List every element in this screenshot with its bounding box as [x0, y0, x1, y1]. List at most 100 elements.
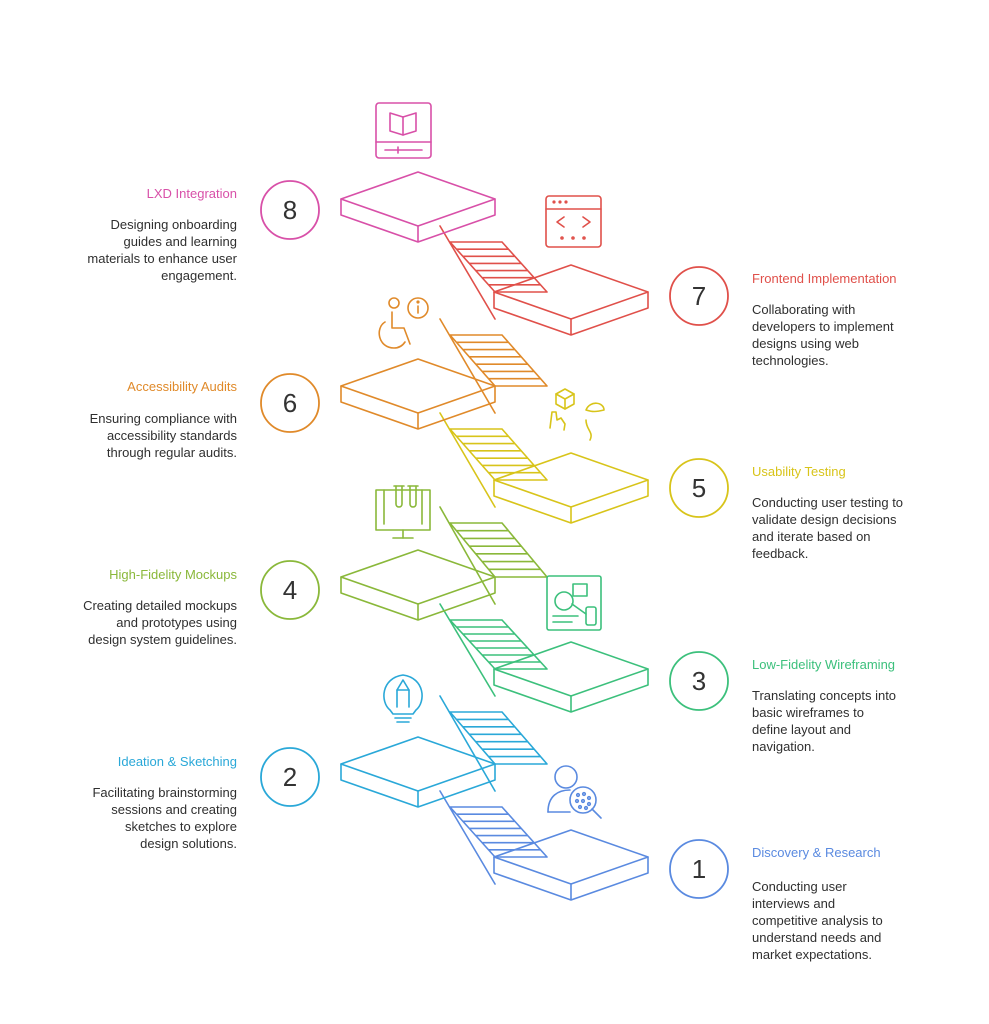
staircase-4-to-5 — [439, 506, 548, 605]
step-5-badge: 5 — [669, 458, 729, 518]
step-6-badge: 6 — [260, 373, 320, 433]
platform-side — [493, 668, 649, 713]
step-3-desc-line-2: basic wireframes to — [752, 705, 864, 720]
step-1-desc-line-3: competitive analysis to — [752, 913, 883, 928]
step-2-desc-line-1: Facilitating brainstorming — [92, 785, 237, 800]
step-4-number: 4 — [283, 575, 297, 605]
step-2-desc-line-3: sketches to explore — [125, 819, 237, 834]
step-1-title: Discovery & Research — [752, 845, 881, 860]
step-5-desc-line-1: Conducting user testing to — [752, 495, 903, 510]
pencil-bulb-icon — [383, 674, 423, 723]
step-7-desc-line-4: technologies. — [752, 353, 829, 368]
step-7-title: Frontend Implementation — [752, 271, 897, 286]
step-4-platform — [340, 549, 496, 621]
staircases — [439, 225, 548, 885]
step-7-desc-line-2: developers to implement — [752, 319, 894, 334]
step-8-desc-line-3: materials to enhance user — [87, 251, 237, 266]
staircase-steps — [439, 695, 548, 792]
step-7-platform — [493, 264, 649, 336]
step-2-number: 2 — [283, 762, 297, 792]
step-5-desc-line-3: and iterate based on — [752, 529, 871, 544]
step-3-number: 3 — [692, 666, 706, 696]
platform-side — [493, 479, 649, 524]
step-3-title: Low-Fidelity Wireframing — [752, 657, 895, 672]
step-3-badge: 3 — [669, 651, 729, 711]
step-8-title: LXD Integration — [147, 186, 237, 201]
platform-top — [340, 358, 496, 414]
accessibility-icon — [378, 297, 429, 349]
step-1-badge: 1 — [669, 839, 729, 899]
step-6-desc-line-1: Ensuring compliance with — [90, 411, 237, 426]
step-2-desc-line-4: design solutions. — [140, 836, 237, 851]
step-8-desc-line-1: Designing onboarding — [111, 217, 237, 232]
step-number-badges: 1 2 3 4 5 6 7 8 — [260, 180, 729, 899]
platform-top — [340, 736, 496, 792]
book-icon — [375, 102, 432, 159]
step-1-circle — [669, 839, 729, 899]
platform-side — [493, 291, 649, 336]
step-8-platform — [340, 171, 496, 243]
platform-side — [493, 856, 649, 901]
step-6-circle — [260, 373, 320, 433]
step-6-title: Accessibility Audits — [127, 379, 237, 394]
step-1-text: Discovery & Research Conducting user int… — [752, 845, 883, 962]
step-7-badge: 7 — [669, 266, 729, 326]
step-3-text: Low-Fidelity Wireframing Translating con… — [752, 657, 896, 754]
staircase-6-to-7 — [439, 318, 548, 414]
step-3-platform — [493, 641, 649, 713]
step-3-desc-line-3: define layout and — [752, 722, 851, 737]
step-8-text: LXD Integration Designing onboarding gui… — [87, 186, 237, 283]
step-6-desc-line-2: accessibility standards — [107, 428, 238, 443]
step-6-platform — [340, 358, 496, 430]
user-search-icon — [547, 765, 602, 819]
wireframe-icon — [546, 575, 602, 631]
step-2-text: Ideation & Sketching Facilitating brains… — [92, 754, 237, 851]
step-3-desc-line-1: Translating concepts into — [752, 688, 896, 703]
step-6-number: 6 — [283, 388, 297, 418]
step-4-badge: 4 — [260, 560, 320, 620]
step-1-platform — [493, 829, 649, 901]
step-8-desc-line-2: guides and learning — [124, 234, 237, 249]
monitor-design-icon — [375, 485, 431, 539]
step-7-circle — [669, 266, 729, 326]
step-1-number: 1 — [692, 854, 706, 884]
code-window-icon — [545, 195, 602, 248]
platform-top — [340, 549, 496, 605]
step-5-platform — [493, 452, 649, 524]
step-7-desc-line-1: Collaborating with — [752, 302, 855, 317]
step-4-desc-line-2: and prototypes using — [116, 615, 237, 630]
step-8-badge: 8 — [260, 180, 320, 240]
step-7-text: Frontend Implementation Collaborating wi… — [752, 271, 897, 368]
platforms — [340, 171, 649, 901]
step-3-desc-line-4: navigation. — [752, 739, 815, 754]
step-5-desc-line-4: feedback. — [752, 546, 808, 561]
step-7-desc-line-3: designs using web — [752, 336, 859, 351]
step-2-desc-line-2: sessions and creating — [111, 802, 237, 817]
platform-side — [340, 763, 496, 808]
platform-top — [340, 171, 496, 227]
step-7-number: 7 — [692, 281, 706, 311]
step-5-title: Usability Testing — [752, 464, 846, 479]
staircase-2-to-3 — [439, 695, 548, 792]
platform-side — [340, 198, 496, 243]
step-1-desc-line-4: understand needs and — [752, 930, 881, 945]
staircase-steps — [439, 506, 548, 605]
step-2-title: Ideation & Sketching — [118, 754, 237, 769]
step-4-desc-line-1: Creating detailed mockups — [83, 598, 237, 613]
step-3-circle — [669, 651, 729, 711]
step-5-text: Usability Testing Conducting user testin… — [752, 464, 903, 561]
usability-test-icon — [549, 388, 605, 441]
staircase-steps — [439, 318, 548, 414]
step-8-number: 8 — [283, 195, 297, 225]
step-2-platform — [340, 736, 496, 808]
step-4-circle — [260, 560, 320, 620]
step-2-circle — [260, 747, 320, 807]
step-6-desc-line-3: through regular audits. — [107, 445, 237, 460]
step-4-title: High-Fidelity Mockups — [109, 567, 237, 582]
step-5-desc-line-2: validate design decisions — [752, 512, 897, 527]
step-8-desc-line-4: engagement. — [161, 268, 237, 283]
step-4-text: High-Fidelity Mockups Creating detailed … — [83, 567, 237, 647]
step-5-circle — [669, 458, 729, 518]
step-4-desc-line-3: design system guidelines. — [88, 632, 237, 647]
